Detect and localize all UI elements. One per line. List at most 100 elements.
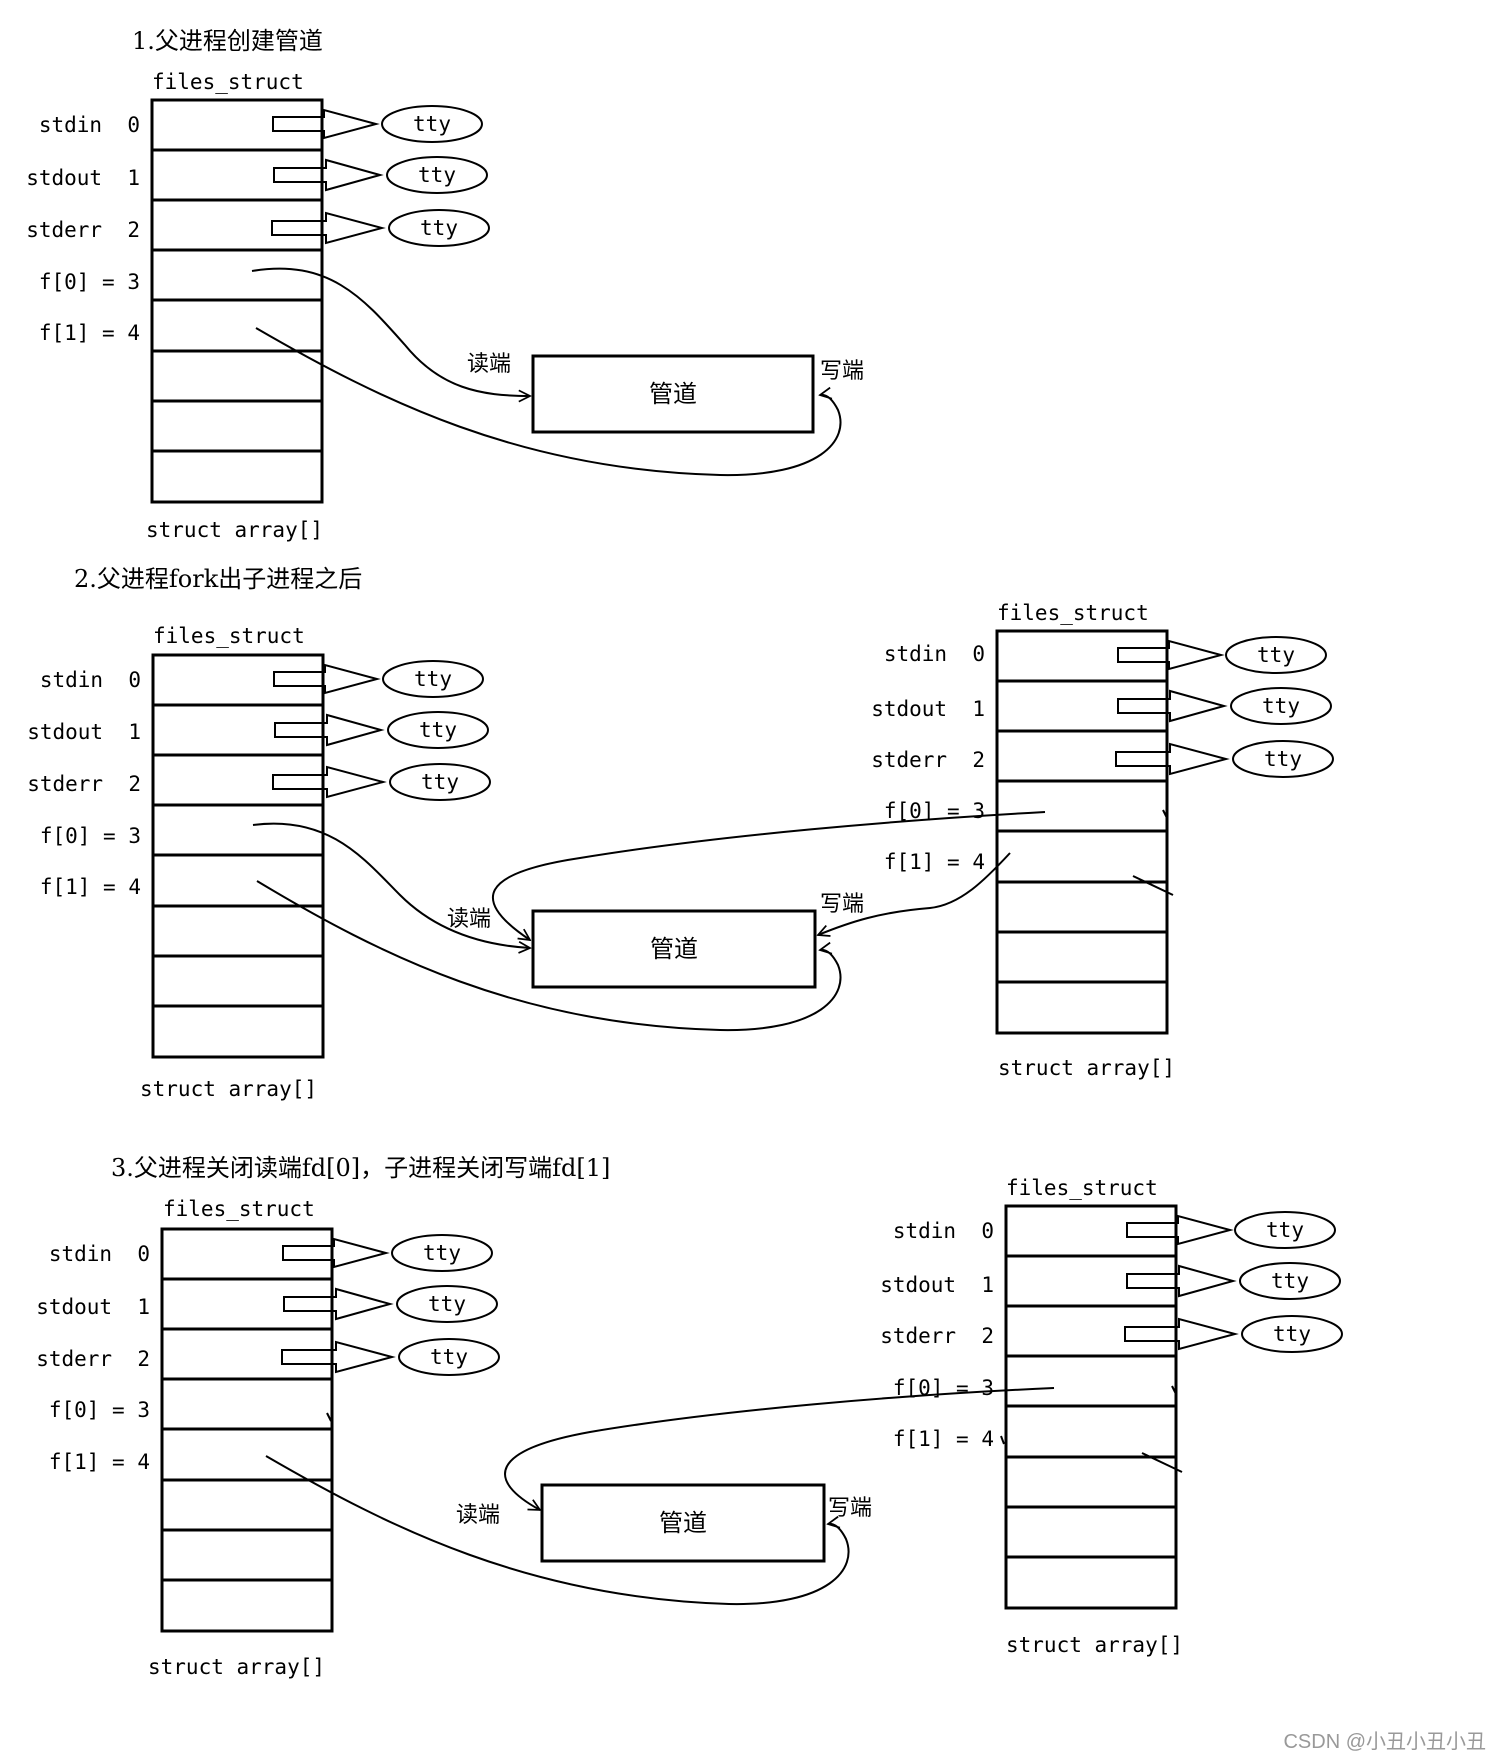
files-struct-table-parent: files_struct stdin 0 stdout 1 stderr 2 f… [36, 1197, 334, 1679]
tty-link-stdout: tty [1117, 687, 1332, 725]
tty-link-stderr: tty [1115, 740, 1334, 778]
hollow-arrow-icon [281, 1340, 396, 1374]
table-footer: struct array[] [1006, 1633, 1183, 1657]
table-row-dividers [162, 1277, 332, 1582]
tick-mark [1162, 809, 1168, 819]
row-label-stderr: stderr 2 [27, 772, 141, 796]
section-title: 3.父进程关闭读端fd[0]，子进程关闭写端fd[1] [111, 1154, 610, 1182]
tty-ellipse [386, 156, 488, 194]
tty-link-stdout: tty [283, 1285, 498, 1323]
tty-links-child: tty tty tty [1115, 636, 1334, 778]
tty-ellipse [391, 1234, 493, 1272]
pipe-rect [531, 909, 817, 989]
section-1: 1.父进程创建管道 files_struct stdin 0 stdout 1 … [26, 27, 864, 542]
pipe-box: 管道 读端 写端 [447, 892, 864, 989]
row-label-stdin: stdin 0 [884, 642, 985, 666]
tty-link-stderr: tty [272, 763, 491, 801]
tty-link-stderr: tty [281, 1338, 500, 1376]
tick-mark [326, 1412, 332, 1422]
tty-label: tty [1264, 747, 1302, 771]
row-label-stdin: stdin 0 [893, 1219, 994, 1243]
pipe-label: 管道 [650, 935, 698, 963]
row-label-fd1: f[1] = 4 [884, 850, 985, 874]
hollow-arrow-icon [274, 713, 385, 747]
tty-label: tty [413, 112, 451, 136]
tty-ellipse [389, 763, 491, 801]
table-header: files_struct [1006, 1176, 1158, 1200]
hollow-arrow-icon [271, 211, 386, 245]
hollow-arrow-icon [1126, 1214, 1234, 1246]
watermark: CSDN @小丑小丑小丑 [1283, 1731, 1486, 1753]
row-label-stdout: stdout 1 [27, 720, 141, 744]
table-row-dividers [997, 679, 1167, 984]
tty-label: tty [428, 1292, 466, 1316]
tty-ellipse [387, 711, 489, 749]
row-label-stderr: stderr 2 [36, 1347, 150, 1371]
tty-ellipse [1232, 740, 1334, 778]
pipe-write-label: 写端 [820, 892, 864, 917]
table-footer: struct array[] [140, 1077, 317, 1101]
hollow-arrow-icon [1124, 1317, 1239, 1351]
tty-link-stdin: tty [272, 105, 483, 143]
row-label-stderr: stderr 2 [871, 748, 985, 772]
tty-label: tty [430, 1345, 468, 1369]
tty-link-stdout: tty [273, 156, 488, 194]
files-struct-table-child: files_struct stdin 0 stdout 1 stderr 2 f… [871, 601, 1175, 1080]
pipe-label: 管道 [649, 380, 697, 408]
table-footer: struct array[] [146, 518, 323, 542]
files-struct-table-parent: files_struct stdin 0 stdout 1 stderr 2 f… [26, 70, 324, 542]
tty-ellipse [1241, 1315, 1343, 1353]
section-3: 3.父进程关闭读端fd[0]，子进程关闭写端fd[1] files_struct… [36, 1154, 1343, 1679]
tty-label: tty [1262, 694, 1300, 718]
tty-label: tty [1273, 1322, 1311, 1346]
tty-links: tty tty tty [271, 105, 490, 247]
table-header: files_struct [152, 70, 304, 94]
tty-ellipse [1239, 1262, 1341, 1300]
row-label-stdout: stdout 1 [871, 697, 985, 721]
tty-ellipse [396, 1285, 498, 1323]
tty-ellipse [1230, 687, 1332, 725]
tty-link-stdin: tty [273, 660, 484, 698]
parent-read-end-link [252, 822, 530, 948]
child-write-end-link [818, 852, 1011, 935]
pipe-read-label: 读端 [467, 352, 511, 377]
pipe-write-label: 写端 [820, 359, 864, 384]
row-label-fd1: f[1] = 4 [40, 875, 141, 899]
tty-link-stdin: tty [1117, 636, 1327, 674]
tick-mark [1000, 1435, 1005, 1445]
row-label-stdout: stdout 1 [880, 1273, 994, 1297]
row-label-stdin: stdin 0 [40, 668, 141, 692]
table-row-dividers [1006, 1254, 1176, 1559]
row-label-fd0: f[0] = 3 [40, 824, 141, 848]
tty-ellipse [1234, 1211, 1336, 1249]
hollow-arrow-icon [1117, 639, 1225, 671]
row-label-stdin: stdin 0 [49, 1242, 150, 1266]
table-footer: struct array[] [998, 1056, 1175, 1080]
row-label-fd1: f[1] = 4 [49, 1450, 150, 1474]
row-label-fd0: f[0] = 3 [39, 270, 140, 294]
table-header: files_struct [997, 601, 1149, 625]
pipe-read-label: 读端 [456, 1503, 500, 1528]
tty-links-parent: tty tty tty [272, 660, 491, 801]
section-2: 2.父进程fork出子进程之后 files_struct stdin 0 std… [27, 565, 1334, 1101]
pipe-label: 管道 [659, 1509, 707, 1537]
tty-links-parent: tty tty tty [281, 1234, 500, 1376]
tty-link-stderr: tty [1124, 1315, 1343, 1353]
section-title: 1.父进程创建管道 [132, 27, 323, 55]
tty-label: tty [423, 1241, 461, 1265]
hollow-arrow-icon [272, 765, 387, 799]
row-label-stderr: stderr 2 [880, 1324, 994, 1348]
hollow-arrow-icon [282, 1237, 390, 1269]
hollow-arrow-icon [283, 1287, 394, 1321]
tty-link-stdout: tty [1126, 1262, 1341, 1300]
table-row-dividers [152, 148, 322, 453]
tty-ellipse [382, 660, 484, 698]
tty-label: tty [418, 163, 456, 187]
row-label-stderr: stderr 2 [26, 218, 140, 242]
section-title: 2.父进程fork出子进程之后 [74, 565, 362, 593]
tick-mark [1141, 1452, 1183, 1473]
hollow-arrow-icon [1115, 742, 1230, 776]
parent-write-end-link [256, 880, 842, 1032]
tty-link-stdout: tty [274, 711, 489, 749]
